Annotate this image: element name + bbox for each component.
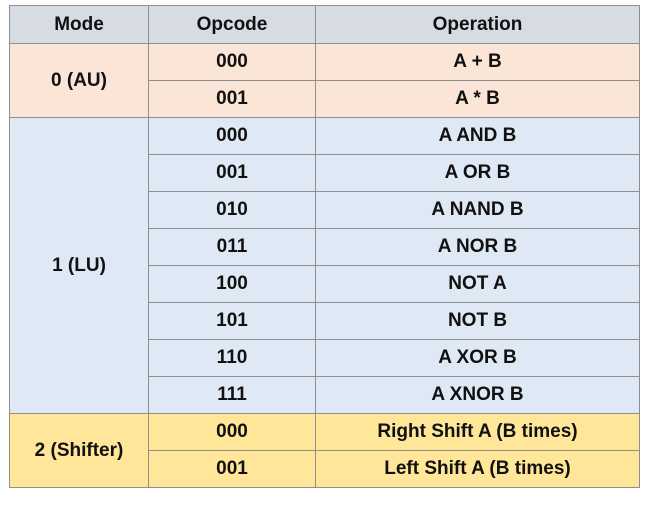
operation-cell: A XNOR B bbox=[315, 376, 640, 414]
table-row: 0 (AU) 000 A + B bbox=[9, 43, 640, 118]
operation-cell: NOT B bbox=[315, 302, 640, 340]
opcode-table: Mode Opcode Operation 0 (AU) 000 A + B 0… bbox=[9, 5, 640, 488]
operation-cell: A AND B bbox=[315, 117, 640, 155]
operation-cell: Left Shift A (B times) bbox=[315, 450, 640, 488]
opcode-cell: 111 bbox=[148, 376, 316, 414]
table-row: 101 NOT B bbox=[10, 302, 640, 340]
mode-cell-au: 0 (AU) bbox=[9, 43, 149, 118]
header-row: Mode Opcode Operation bbox=[9, 5, 640, 44]
table-row: 1 (LU) 000 A AND B bbox=[9, 117, 640, 414]
operation-cell: A XOR B bbox=[315, 339, 640, 377]
table-row: 001 A OR B bbox=[10, 154, 640, 192]
mode-cell-lu: 1 (LU) bbox=[9, 117, 149, 414]
table-row: 011 A NOR B bbox=[10, 228, 640, 266]
opcode-cell: 001 bbox=[148, 80, 316, 118]
operation-cell: NOT A bbox=[315, 265, 640, 303]
opcode-cell: 000 bbox=[148, 413, 316, 451]
opcode-cell: 010 bbox=[148, 191, 316, 229]
table-row: 001 A * B bbox=[10, 80, 640, 118]
opcode-cell: 001 bbox=[148, 450, 316, 488]
opcode-cell: 101 bbox=[148, 302, 316, 340]
header-opcode: Opcode bbox=[148, 5, 316, 44]
header-operation: Operation bbox=[315, 5, 640, 44]
operation-cell: A NOR B bbox=[315, 228, 640, 266]
opcode-table-container: Mode Opcode Operation 0 (AU) 000 A + B 0… bbox=[9, 5, 640, 488]
opcode-cell: 011 bbox=[148, 228, 316, 266]
table-row: 010 A NAND B bbox=[10, 191, 640, 229]
table-row: 110 A XOR B bbox=[10, 339, 640, 377]
operation-cell: A * B bbox=[315, 80, 640, 118]
mode-cell-shifter: 2 (Shifter) bbox=[9, 413, 149, 488]
table-row: 001 Left Shift A (B times) bbox=[10, 450, 640, 488]
opcode-cell: 110 bbox=[148, 339, 316, 377]
opcode-cell: 001 bbox=[148, 154, 316, 192]
operation-cell: A NAND B bbox=[315, 191, 640, 229]
opcode-cell: 000 bbox=[148, 43, 316, 81]
opcode-cell: 000 bbox=[148, 117, 316, 155]
opcode-cell: 100 bbox=[148, 265, 316, 303]
table-row: 100 NOT A bbox=[10, 265, 640, 303]
header-mode: Mode bbox=[9, 5, 149, 44]
table-row: 111 A XNOR B bbox=[10, 376, 640, 414]
operation-cell: A + B bbox=[315, 43, 640, 81]
operation-cell: Right Shift A (B times) bbox=[315, 413, 640, 451]
table-row: 2 (Shifter) 000 Right Shift A (B times) bbox=[9, 413, 640, 488]
operation-cell: A OR B bbox=[315, 154, 640, 192]
